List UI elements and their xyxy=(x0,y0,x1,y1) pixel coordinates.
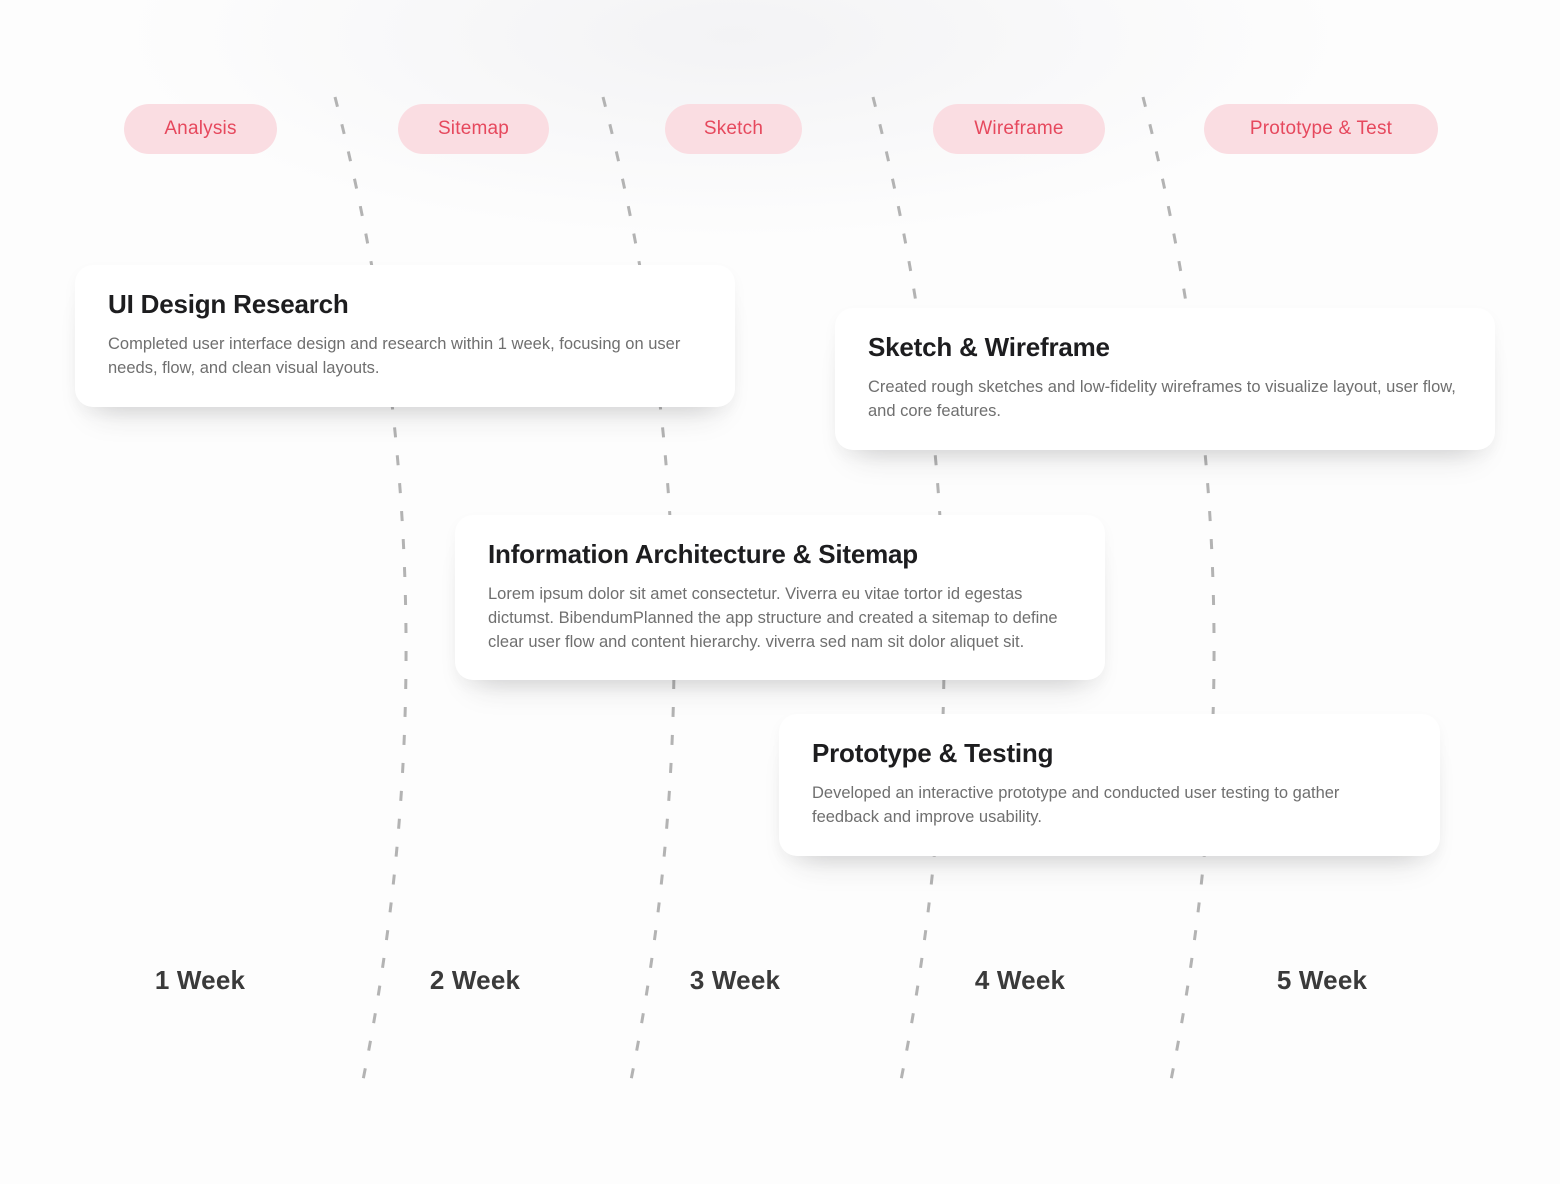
week-label-2: 2 Week xyxy=(429,965,521,995)
card-title: UI Design Research xyxy=(108,289,349,319)
divider-line-1 xyxy=(333,96,408,1086)
phase-pill-prototype-test: Prototype & Test xyxy=(1204,104,1438,154)
phase-pill-sketch: Sketch xyxy=(665,104,802,154)
card-description: Developed an interactive prototype and c… xyxy=(812,784,1340,826)
phase-pill-label: Prototype & Test xyxy=(1249,118,1393,139)
week-label-4: 4 Week xyxy=(974,965,1066,995)
card-title: Prototype & Testing xyxy=(812,738,1054,768)
card-description: Lorem ipsum dolor sit amet consectetur. … xyxy=(488,585,1058,651)
card-title: Information Architecture & Sitemap xyxy=(488,539,918,569)
card-information-architecture-sitemap: Information Architecture & Sitemap Lorem… xyxy=(455,515,1105,681)
divider-line-3 xyxy=(871,96,946,1086)
card-prototype-testing: Prototype & Testing Developed an interac… xyxy=(779,714,1440,856)
phase-pill-label: Sketch xyxy=(703,118,764,139)
card-ui-design-research: UI Design Research Completed user interf… xyxy=(75,265,735,407)
week-label-3: 3 Week xyxy=(689,965,781,995)
card-description: Created rough sketches and low-fidelity … xyxy=(868,378,1456,420)
card-title: Sketch & Wireframe xyxy=(868,332,1110,362)
divider-line-2 xyxy=(601,96,676,1086)
phase-pill-label: Sitemap xyxy=(437,118,510,139)
phase-pill-label: Wireframe xyxy=(974,118,1064,139)
phase-pill-wireframe: Wireframe xyxy=(933,104,1105,154)
phase-pill-label: Analysis xyxy=(164,118,237,139)
card-description: Completed user interface design and rese… xyxy=(108,335,681,377)
card-sketch-wireframe: Sketch & Wireframe Created rough sketche… xyxy=(835,308,1495,450)
divider-line-4 xyxy=(1141,96,1216,1086)
week-label-5: 5 Week xyxy=(1276,965,1368,995)
phase-pill-analysis: Analysis xyxy=(124,104,277,154)
week-label-1: 1 Week xyxy=(154,965,246,995)
phase-pill-sitemap: Sitemap xyxy=(398,104,549,154)
